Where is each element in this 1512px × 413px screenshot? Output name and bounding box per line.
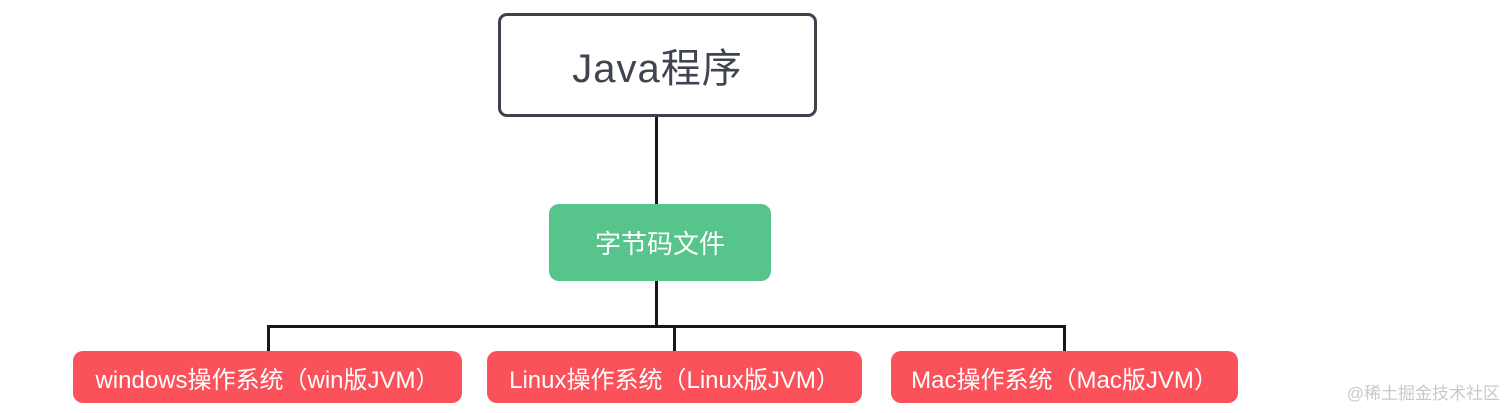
node-linux-os: Linux操作系统（Linux版JVM）	[487, 351, 862, 403]
node-linux-os-label: Linux操作系统（Linux版JVM）	[509, 366, 840, 394]
connector-branch-bus	[267, 325, 1066, 328]
node-bytecode-file: 字节码文件	[549, 204, 771, 281]
node-mac-os-label: Mac操作系统（Mac版JVM）	[911, 366, 1218, 394]
connector-drop-linux	[673, 325, 676, 352]
connector-drop-windows	[267, 325, 270, 352]
connector-root-to-middle	[655, 117, 658, 204]
node-bytecode-file-label: 字节码文件	[594, 229, 725, 259]
node-java-program: Java程序	[498, 13, 817, 117]
node-mac-os: Mac操作系统（Mac版JVM）	[891, 351, 1238, 403]
connector-middle-to-branch	[655, 281, 658, 327]
node-windows-os: windows操作系统（win版JVM）	[73, 351, 462, 403]
node-java-program-label: Java程序	[572, 47, 743, 91]
watermark: @稀土掘金技术社区	[1346, 384, 1500, 403]
connector-drop-mac	[1063, 325, 1066, 352]
node-windows-os-label: windows操作系统（win版JVM）	[95, 366, 440, 394]
